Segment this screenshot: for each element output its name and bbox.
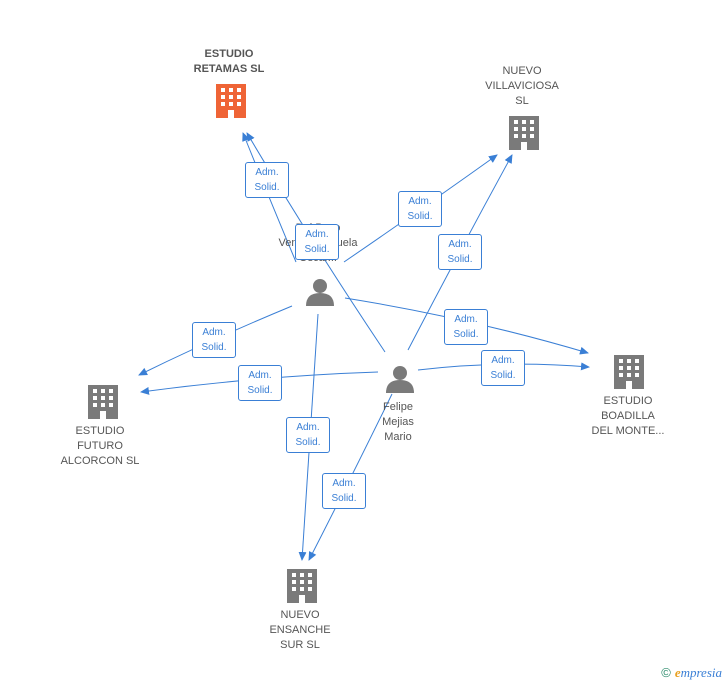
edge-oscar-retamas — [242, 132, 297, 263]
edge-label: Adm. Solid. — [192, 322, 236, 358]
company-label-retamas[interactable]: ESTUDIO RETAMAS SL — [193, 48, 265, 75]
edge-label: Adm. Solid. — [438, 234, 482, 270]
person-label-felipe[interactable]: Felipe Mejias Mario — [382, 401, 414, 443]
brand-logo-text: mpresia — [680, 665, 722, 680]
company-label-boadilla[interactable]: ESTUDIO BOADILLA DEL MONTE... — [591, 395, 665, 437]
brand-logo-initial: e — [674, 665, 681, 680]
building-icon[interactable] — [287, 569, 317, 603]
edge-label: Adm. Solid. — [286, 417, 330, 453]
company-label-ensanche[interactable]: NUEVO ENSANCHE SUR SL — [269, 609, 331, 651]
person-icon[interactable] — [306, 279, 334, 306]
edge-label: Adm. Solid. — [444, 309, 488, 345]
edge-label: Adm. Solid. — [398, 191, 442, 227]
copyright-symbol: © — [661, 665, 671, 680]
edge-label: Adm. Solid. — [322, 473, 366, 509]
brand-footer: ©empresia — [661, 665, 722, 681]
building-icon[interactable] — [88, 385, 118, 419]
company-label-alcorcon[interactable]: ESTUDIO FUTURO ALCORCON SL — [60, 425, 140, 467]
building-icon[interactable] — [509, 116, 539, 150]
company-label-villaviciosa[interactable]: NUEVO VILLAVICIOSA SL — [485, 65, 559, 107]
edge-label: Adm. Solid. — [238, 365, 282, 401]
person-icon[interactable] — [386, 366, 414, 393]
building-icon[interactable] — [216, 84, 246, 118]
building-icon[interactable] — [614, 355, 644, 389]
edge-label: Adm. Solid. — [481, 350, 525, 386]
edge-label: Adm. Solid. — [245, 162, 289, 198]
edge-label: Adm. Solid. — [295, 224, 339, 260]
